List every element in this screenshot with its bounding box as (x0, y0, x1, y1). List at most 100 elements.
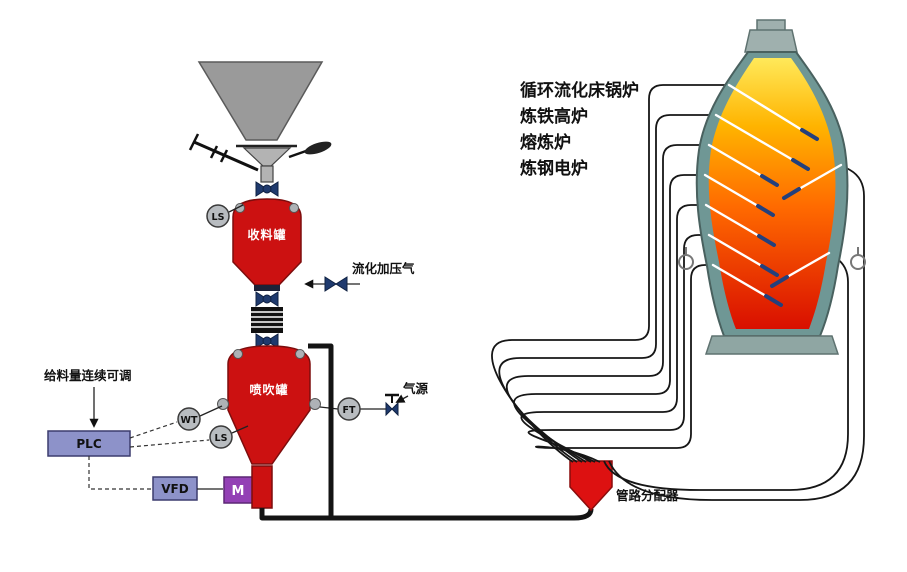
application-item: 炼铁高炉 (520, 106, 588, 127)
ls-upper-circle (206, 204, 230, 228)
dome-knob-icon (289, 203, 299, 213)
ls-lower-label: LS (215, 433, 228, 444)
instrument-ft: FT (319, 397, 386, 421)
pipeline-distributor (569, 460, 613, 512)
lance-icon (785, 251, 831, 279)
feed-hopper (188, 61, 332, 183)
injection-tank (227, 345, 311, 465)
ball-valve-top-icon (255, 181, 279, 197)
motor-label: M (232, 484, 245, 499)
tuyere-tips (756, 128, 819, 307)
handwheel-stem (288, 149, 307, 159)
expansion-joint-icon (251, 307, 283, 333)
inlet-pipe (193, 140, 259, 172)
tuyere-icon (770, 275, 789, 288)
gas-source-group: 气源 (385, 381, 429, 417)
injection-tank-label: 喷吹罐 (249, 382, 288, 397)
plc-label: PLC (76, 437, 101, 451)
dome-knob-icon (295, 349, 305, 359)
lance-icon (704, 203, 761, 238)
pipe (527, 234, 709, 463)
valve-icon (391, 401, 399, 417)
ls-lower-circle (209, 425, 233, 449)
hook-icon (678, 254, 694, 270)
valve-icon (385, 401, 393, 417)
plc-wt-dashed (129, 421, 178, 439)
bottom-conveying-pipe (259, 508, 594, 521)
inlet-flange-tick2 (209, 145, 219, 159)
pipe (520, 204, 706, 463)
furnace-cavity (708, 58, 836, 329)
ft-circle (337, 397, 361, 421)
valve-icon (335, 276, 348, 292)
pipe (534, 264, 713, 463)
ball-valve-lower-icon (255, 333, 279, 349)
injection-tank-group: 喷吹罐 (217, 345, 321, 465)
plc-box (47, 430, 131, 457)
conveying-pipe (259, 343, 594, 521)
tuyere-icon (760, 174, 779, 187)
inlet-flange-tick1 (219, 149, 229, 163)
tuyere-icon (756, 204, 775, 217)
pipe (603, 252, 849, 491)
tuyere-icon (764, 294, 783, 307)
injection-lances (703, 83, 843, 298)
application-item: 炼钢电炉 (520, 158, 588, 179)
receiving-tank (232, 198, 302, 286)
distribution-pipes (491, 84, 865, 501)
tuyere-icon (760, 264, 779, 277)
gas-source-arrow (395, 394, 409, 403)
fluidizing-gas-line: 流化加压气 (304, 261, 415, 292)
gas-source-label: 气源 (402, 381, 429, 396)
dome-knob-icon (233, 349, 243, 359)
lance-icon (727, 83, 804, 132)
top-bypass-pipe (308, 343, 334, 516)
pipe (513, 174, 705, 463)
ft-label: FT (343, 405, 356, 416)
furnace-throat-cap (744, 29, 798, 53)
vfd-label: VFD (161, 482, 188, 496)
ball-valve-mid-icon (255, 291, 279, 307)
distributor-label: 管路分配器 (616, 488, 679, 503)
funnel-neck (260, 165, 274, 183)
tuyere-icon (757, 234, 776, 247)
ls-upper-label: LS (212, 212, 225, 223)
pipe (608, 164, 865, 501)
applications-list: 循环流化床锅炉 炼铁高炉 熔炼炉 炼钢电炉 (520, 80, 639, 179)
hanger-hooks (678, 247, 866, 270)
wt-circle (177, 407, 201, 431)
feed-funnel (242, 147, 292, 167)
wt-label: WT (181, 415, 198, 426)
tuyere-icon (782, 187, 801, 200)
lance-icon (707, 143, 764, 178)
hook-icon (850, 254, 866, 270)
cone-flange (254, 285, 280, 291)
pipe (505, 144, 709, 463)
instrument-wt: WT (177, 405, 223, 431)
application-item: 循环流化床锅炉 (520, 80, 639, 101)
lance-icon (703, 173, 760, 208)
lance-icon (714, 113, 795, 162)
furnace-base (704, 335, 840, 355)
tuyere-icon (800, 128, 819, 141)
plc-ls-dashed (129, 439, 210, 448)
tuyere-icon (791, 158, 810, 171)
feed-note-label: 给料量连续可调 (44, 368, 132, 383)
plc-vfd-dashed (88, 456, 152, 490)
application-item: 熔炼炉 (520, 132, 571, 153)
receiving-tank-group: 收料罐 (232, 181, 302, 349)
inlet-end-flange (188, 133, 200, 151)
lance-icon (707, 233, 764, 268)
furnace-group (678, 19, 866, 355)
lance-icon (711, 263, 768, 298)
fluidizing-gas-label: 流化加压气 (352, 261, 415, 276)
receiving-tank-label: 收料罐 (247, 227, 286, 242)
side-nozzle-icon (309, 398, 321, 410)
distributor-group: 管路分配器 (569, 460, 679, 512)
rotary-feeder-box (251, 465, 273, 509)
valve-icon (324, 276, 337, 292)
lance-icon (797, 163, 843, 191)
instrument-ls-lower: LS (209, 425, 249, 449)
